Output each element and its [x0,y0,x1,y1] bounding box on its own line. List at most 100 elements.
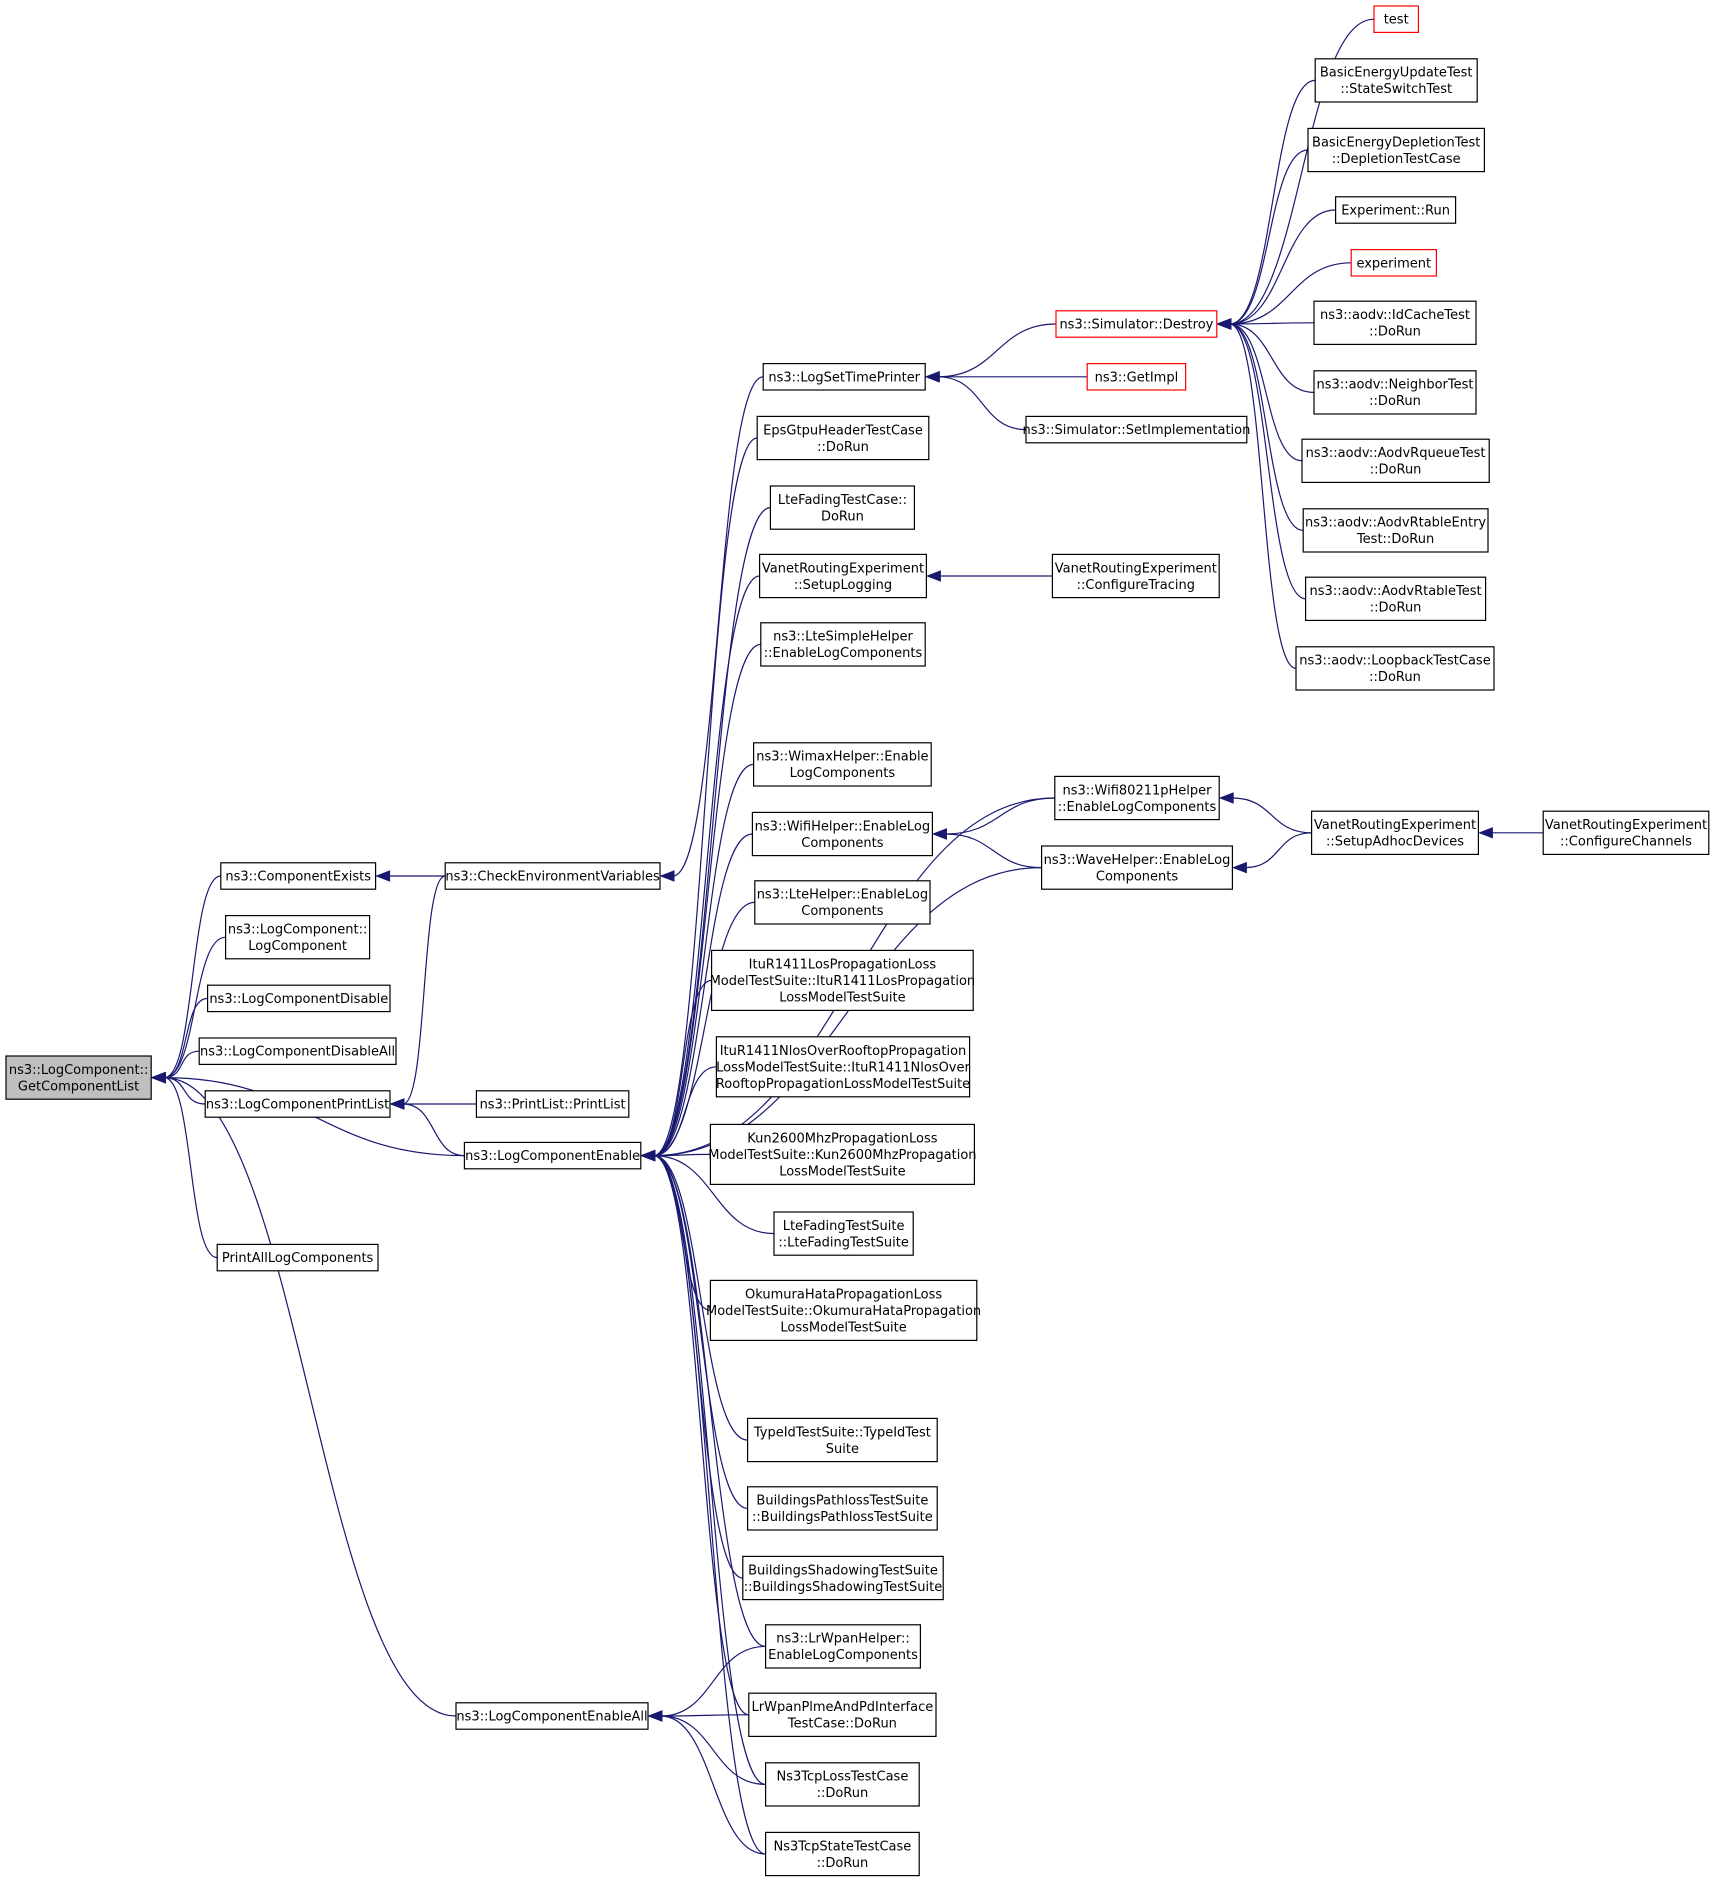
edge-aodvRtable-to-simDestroy [1229,323,1306,600]
node-tcpLoss[interactable]: Ns3TcpLossTestCase::DoRun [764,1762,920,1807]
node-box-vanetSetupLogging [758,553,927,599]
node-basicStateSwitch[interactable]: BasicEnergyUpdateTest::StateSwitchTest [1314,58,1478,103]
node-vanetSetupAdhoc[interactable]: VanetRoutingExperiment::SetupAdhocDevice… [1310,810,1479,856]
node-label-waveHelper-line-1: Components [1096,869,1178,884]
node-aodvRtable[interactable]: ns3::aodv::AodvRtableTest::DoRun [1304,576,1487,622]
edge-tcpState-to-logCompEnableAll [660,1715,766,1855]
edge-aodvRqueue-to-simDestroy [1229,323,1303,462]
node-lteSimpleHelper[interactable]: ns3::LteSimpleHelper::EnableLogComponent… [760,622,926,667]
edge-simSetImpl-to-logSetTime [938,376,1027,431]
arrowhead-tcpState-to-logCompEnableAll [647,1710,663,1722]
node-lteFadingCase[interactable]: LteFadingTestCase::DoRun [769,485,916,530]
node-box-printAll [216,1243,379,1272]
node-label-typeId-line-1: Suite [826,1442,859,1457]
node-lteFadingSuite[interactable]: LteFadingTestSuite::LteFadingTestSuite [773,1211,914,1256]
node-label-epsGtpu-line-1: ::DoRun [817,440,869,455]
function-nodes: ns3::LogComponent::GetComponentListns3::… [5,5,1710,1877]
node-kun2600[interactable]: Kun2600MhzPropagationLossModelTestSuite:… [708,1123,977,1186]
node-test[interactable]: test [1373,5,1420,33]
edge-aodvRtableEntry-to-simDestroy [1229,323,1304,531]
node-box-epsGtpu [756,415,930,461]
edge-aodvLoopback-to-simDestroy [1229,323,1297,669]
node-box-logCompCtor [225,914,371,960]
node-tcpState[interactable]: Ns3TcpStateTestCase::DoRun [764,1831,920,1877]
arrowhead-vanetConfigChannels-to-vanetSetupAdhoc [1478,827,1493,839]
node-logSetTime[interactable]: ns3::LogSetTimePrinter [762,363,926,391]
node-label-lteSimpleHelper-line-1: ::EnableLogComponents [764,646,923,661]
node-box-logCompEnable [463,1141,642,1170]
arrowhead-simSetImpl-to-logSetTime [924,371,940,383]
node-epsGtpu[interactable]: EpsGtpuHeaderTestCase::DoRun [756,415,930,461]
node-label-epsGtpu-line-0: EpsGtpuHeaderTestCase [763,423,923,438]
node-printListPrint[interactable]: ns3::PrintList::PrintList [475,1090,630,1118]
node-box-wifi80211p [1054,775,1220,821]
node-printAll[interactable]: PrintAllLogComponents [216,1243,379,1272]
node-label-kun2600-line-2: LossModelTestSuite [779,1164,905,1179]
node-waveHelper[interactable]: ns3::WaveHelper::EnableLogComponents [1040,845,1233,890]
node-logCompDisableAll[interactable]: ns3::LogComponentDisableAll [198,1037,397,1065]
node-label-ituLos-line-0: ItuR1411LosPropagationLoss [749,957,937,972]
edge-vanetSetupAdhoc-to-waveHelper [1245,832,1312,869]
node-root[interactable]: ns3::LogComponent::GetComponentList [5,1055,152,1100]
edge-experiment-to-simDestroy [1229,262,1352,325]
node-buildShadow[interactable]: BuildingsShadowingTestSuite::BuildingsSh… [742,1555,944,1601]
node-ituNlos[interactable]: ItuR1411NlosOverRooftopPropagationLossMo… [715,1036,971,1098]
node-logCompPrintList[interactable]: ns3::LogComponentPrintList [204,1090,391,1118]
node-label-logCompCtor-line-1: LogComponent [248,939,347,954]
node-experiment[interactable]: experiment [1350,249,1437,277]
node-box-test [1373,5,1420,33]
node-label-aodvRtableEntry-line-0: ns3::aodv::AodvRtableEntry [1305,516,1486,531]
node-basicDepletion[interactable]: BasicEnergyDepletionTest::DepletionTestC… [1307,127,1485,173]
node-wimaxHelper[interactable]: ns3::WimaxHelper::EnableLogComponents [752,742,932,787]
node-buildPath[interactable]: BuildingsPathlossTestSuite::BuildingsPat… [746,1486,938,1531]
node-compExists[interactable]: ns3::ComponentExists [220,862,377,890]
node-label-wifiHelper-line-1: Components [801,836,883,851]
node-aodvIdCache[interactable]: ns3::aodv::IdCacheTest::DoRun [1313,300,1477,346]
node-aodvRqueue[interactable]: ns3::aodv::AodvRqueueTest::DoRun [1301,438,1490,484]
node-logCompEnableAll[interactable]: ns3::LogComponentEnableAll [455,1702,649,1730]
node-label-okumura-line-2: LossModelTestSuite [780,1320,906,1335]
node-box-tcpLoss [764,1762,920,1807]
node-vanetConfigTracing[interactable]: VanetRoutingExperiment::ConfigureTracing [1051,553,1220,599]
node-okumura[interactable]: OkumuraHataPropagationLossModelTestSuite… [706,1279,981,1342]
node-vanetSetupLogging[interactable]: VanetRoutingExperiment::SetupLogging [758,553,927,599]
node-box-vanetConfigChannels [1542,810,1710,856]
edge-wimaxHelper-to-logCompEnable [653,763,754,1157]
node-label-logCompDisable-line-0: ns3::LogComponentDisable [209,992,388,1007]
edge-ituNlos-to-logCompEnable [653,1066,717,1157]
node-label-vanetSetupAdhoc-line-0: VanetRoutingExperiment [1314,818,1476,833]
node-label-simSetImpl-line-0: ns3::Simulator::SetImplementation [1022,423,1250,438]
node-logCompEnable[interactable]: ns3::LogComponentEnable [463,1141,642,1170]
node-simDestroy[interactable]: ns3::Simulator::Destroy [1055,310,1218,338]
node-label-logCompPrintList-line-0: ns3::LogComponentPrintList [206,1098,389,1113]
node-typeId[interactable]: TypeIdTestSuite::TypeIdTestSuite [746,1417,938,1463]
node-logCompCtor[interactable]: ns3::LogComponent::LogComponent [225,914,371,960]
node-getImpl[interactable]: ns3::GetImpl [1086,363,1187,391]
node-label-logCompEnable-line-0: ns3::LogComponentEnable [465,1149,640,1164]
node-label-vanetConfigChannels-line-1: ::ConfigureChannels [1560,835,1692,850]
edge-lrwpanHelper-to-logCompEnable [653,1155,766,1647]
node-label-lteHelper-line-0: ns3::LteHelper::EnableLog [757,888,928,903]
node-checkEnv[interactable]: ns3::CheckEnvironmentVariables [444,862,661,890]
node-box-vanetSetupAdhoc [1310,810,1479,856]
node-expRun[interactable]: Experiment::Run [1334,196,1457,224]
edge-lrwpanPlme-to-logCompEnable [653,1155,749,1716]
node-lrwpanHelper[interactable]: ns3::LrWpanHelper::EnableLogComponents [764,1624,921,1669]
node-ituLos[interactable]: ItuR1411LosPropagationLossModelTestSuite… [710,949,976,1012]
edge-wifiHelper-to-logCompEnable [653,833,753,1157]
node-lteHelper[interactable]: ns3::LteHelper::EnableLogComponents [754,880,931,925]
node-label-lrwpanPlme-line-0: LrWpanPlmeAndPdInterface [752,1700,934,1715]
node-simSetImpl[interactable]: ns3::Simulator::SetImplementation [1022,415,1250,444]
node-logCompDisable[interactable]: ns3::LogComponentDisable [207,984,391,1013]
node-vanetConfigChannels[interactable]: VanetRoutingExperiment::ConfigureChannel… [1542,810,1710,856]
node-aodvLoopback[interactable]: ns3::aodv::LoopbackTestCase::DoRun [1295,646,1495,691]
node-label-okumura-line-0: OkumuraHataPropagationLoss [745,1287,942,1302]
node-label-root-line-0: ns3::LogComponent:: [9,1063,149,1078]
node-label-getImpl-line-0: ns3::GetImpl [1095,370,1179,385]
node-aodvNeighbor[interactable]: ns3::aodv::NeighborTest::DoRun [1313,370,1477,415]
node-wifi80211p[interactable]: ns3::Wifi80211pHelper::EnableLogComponen… [1054,775,1220,821]
node-label-tcpState-line-1: ::DoRun [817,1856,869,1871]
node-wifiHelper[interactable]: ns3::WifiHelper::EnableLogComponents [751,811,934,857]
